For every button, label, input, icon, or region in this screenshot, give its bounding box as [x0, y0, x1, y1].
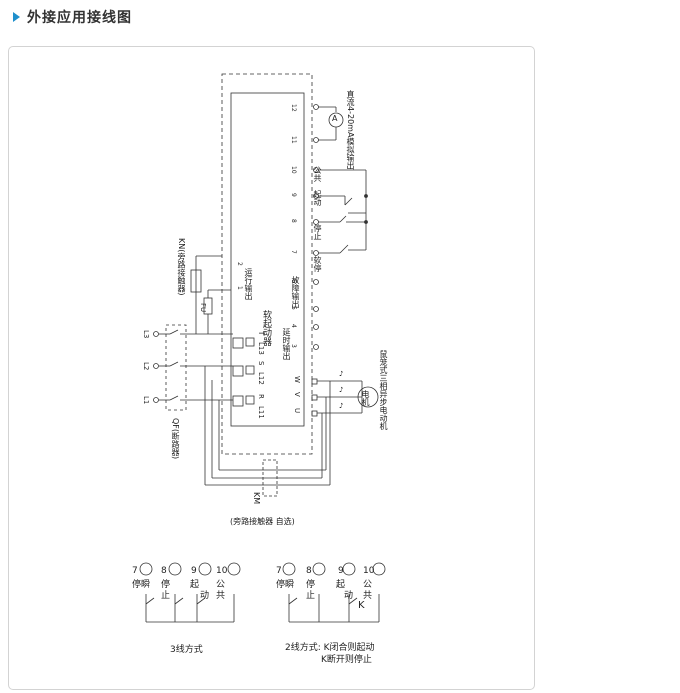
terminal-4 [313, 324, 319, 330]
km-dashed-box [262, 459, 278, 497]
ammeter-icon [328, 112, 344, 128]
fuse-symbol [203, 297, 213, 315]
terminal-7-icon [282, 562, 296, 576]
terminal-8-icon [312, 562, 326, 576]
terminal-9-icon [198, 562, 212, 576]
section-title: 外接应用接线图 [27, 10, 132, 26]
section-header: 外接应用接线图 [0, 0, 680, 36]
terminal-12 [313, 104, 319, 110]
terminal-7-icon [139, 562, 153, 576]
soft-starter-body [230, 92, 305, 427]
svg-text:♪: ♪ [339, 402, 343, 410]
svg-text:♪: ♪ [339, 386, 343, 394]
terminal-7 [313, 250, 319, 256]
diagram-card [8, 46, 535, 690]
terminal-8 [313, 219, 319, 225]
terminal-10 [313, 167, 319, 173]
terminal-9-icon [342, 562, 356, 576]
two-wire-circuit [282, 562, 386, 623]
triangle-bullet-icon [13, 12, 20, 22]
terminal-9 [313, 193, 319, 199]
terminal-8-icon [168, 562, 182, 576]
terminal-6 [313, 279, 319, 285]
terminal-11 [313, 137, 319, 143]
three-wire-circuit [139, 562, 241, 623]
soft-starter-dashed-box [221, 73, 313, 455]
terminal-strip [313, 104, 319, 350]
bypass-coil [190, 269, 202, 293]
terminal-5 [313, 306, 319, 312]
breaker-dashed-box [165, 324, 187, 411]
terminal-10-icon [372, 562, 386, 576]
terminal-3 [313, 344, 319, 350]
svg-text:♪: ♪ [339, 370, 343, 378]
motor-icon [357, 386, 379, 408]
terminal-10-icon [227, 562, 241, 576]
